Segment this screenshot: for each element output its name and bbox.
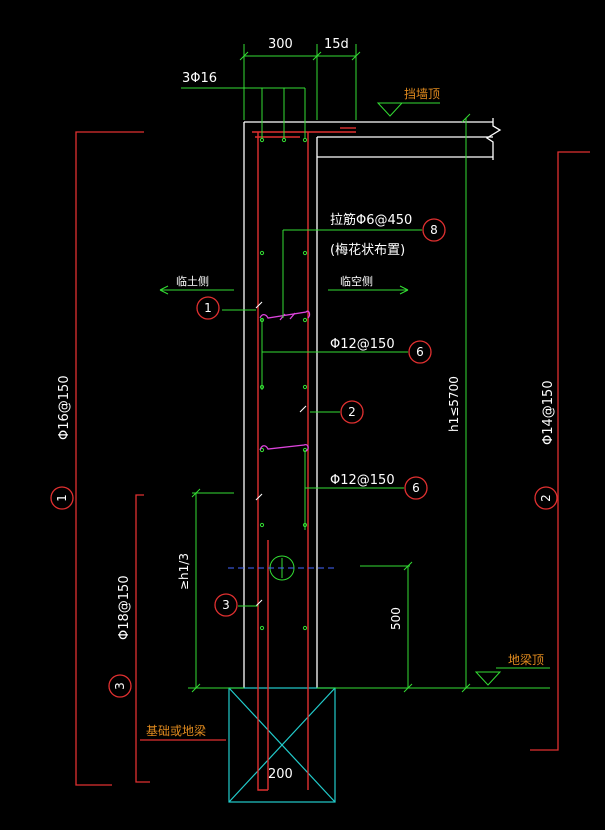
label-200: 200 xyxy=(268,767,293,782)
label-15d: 15d xyxy=(324,37,349,52)
label-soil-side: 临土侧 xyxy=(176,274,209,288)
label-tie-bar: 拉筋Φ6@450 xyxy=(330,212,412,228)
label-one-third: ≥h1/3 xyxy=(177,553,191,590)
marker-right-bar: 2 xyxy=(539,494,553,502)
label-dist-bar-2: Φ12@150 xyxy=(330,473,395,488)
tick-marks xyxy=(255,301,307,607)
tie-bars xyxy=(259,310,311,452)
label-500: 500 xyxy=(389,607,403,630)
label-wall-top: 挡墙顶 xyxy=(404,87,440,101)
label-dist-bar-1: Φ12@150 xyxy=(330,337,395,352)
marker-left-bar: 1 xyxy=(55,494,69,502)
marker-8: 8 xyxy=(430,223,438,237)
label-tie-layout: (梅花状布置) xyxy=(330,242,405,258)
label-beam-top: 地梁顶 xyxy=(508,652,544,667)
label-top-rebar: 3Φ16 xyxy=(182,71,217,86)
marker-circles xyxy=(50,218,558,698)
marker-2: 2 xyxy=(348,405,356,419)
rebar-lines xyxy=(252,127,356,791)
marker-3: 3 xyxy=(222,598,230,612)
label-width-300: 300 xyxy=(268,37,293,52)
label-foundation: 基础或地梁 xyxy=(146,723,206,738)
dimension-lines xyxy=(159,44,550,693)
label-anchor-bar: Φ18@150 xyxy=(117,575,132,640)
marker-1: 1 xyxy=(204,301,212,315)
label-height-h1: h1≤5700 xyxy=(447,376,461,432)
marker-anchor-bar: 3 xyxy=(113,682,127,690)
marker-6-lower: 6 xyxy=(412,481,420,495)
foundation-block xyxy=(228,687,336,803)
label-right-vert-bar: Φ14@150 xyxy=(541,380,556,445)
label-air-side: 临空侧 xyxy=(340,274,373,288)
marker-6-upper: 6 xyxy=(416,345,424,359)
bar-callout-brackets xyxy=(75,131,590,786)
wall-outline xyxy=(243,118,502,688)
label-left-vert-bar: Φ16@150 xyxy=(57,375,72,440)
